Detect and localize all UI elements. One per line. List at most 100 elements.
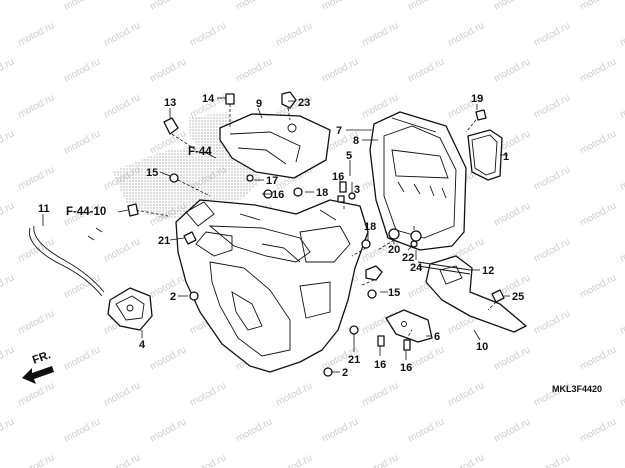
watermark-text: motod.ru [16,20,56,48]
watermark-text: motod.ru [406,416,446,444]
watermark-text: motod.ru [102,20,142,48]
watermark-text: motod.ru [0,344,16,372]
callout-16: 16 [374,359,386,371]
watermark-text: motod.ru [532,308,572,336]
watermark-text: motod.ru [62,128,102,156]
callout-2: 2 [342,367,348,379]
watermark-text: motod.ru [532,20,572,48]
watermark-text: motod.ru [0,56,16,84]
watermark-text: motod.ru [492,200,532,228]
watermark-text: motod.ru [532,164,572,192]
watermark-text: motod.ru [360,20,400,48]
callout-8: 8 [353,135,359,147]
callout-14: 14 [202,93,215,105]
watermark-text: motod.ru [62,344,102,372]
callout-22: 22 [402,252,414,264]
watermark-text: motod.ru [320,416,360,444]
watermark-text: motod.ru [532,92,572,120]
watermark-text: motod.ru [492,0,532,13]
watermark-text: motod.ru [16,236,56,264]
watermark-text: motod.ru [446,20,486,48]
watermark-text: motod.ru [618,92,625,120]
watermark-text: motod.ru [16,92,56,120]
callout-5: 5 [346,150,352,162]
watermark-text: motod.ru [618,164,625,192]
watermark-text: motod.ru [0,272,16,300]
watermark-text: motod.ru [492,344,532,372]
watermark-text: motod.ru [102,380,142,408]
front-marker-label: FR. [31,349,53,367]
callout-18: 18 [316,187,328,199]
watermark-text: motod.ru [406,0,446,13]
watermark-text: motod.ru [234,416,274,444]
watermark-text: motod.ru [578,56,618,84]
watermark-text: motod.ru [274,380,314,408]
watermark-text: motod.ru [102,92,142,120]
upper-cover [219,113,331,179]
watermark-text: motod.ru [16,164,56,192]
watermark-text: motod.ru [578,0,618,13]
watermark-text: motod.ru [618,236,625,264]
leader-lines [42,97,510,373]
watermark-text: motod.ru [102,236,142,264]
callout-17: 17 [266,175,278,187]
watermark-text: motod.ru [446,452,486,468]
diagram-code: MKL3F4420 [552,384,602,394]
shaded-region [112,142,262,220]
callout-21: 21 [348,354,360,366]
watermark-text: motod.ru [618,308,625,336]
callout-3: 3 [354,184,360,196]
watermark-text: motod.ru [188,380,228,408]
callout-10: 10 [476,341,488,353]
callout-21: 21 [158,235,170,247]
watermark-text: motod.ru [16,308,56,336]
fasteners [127,91,505,377]
watermark-text: motod.ru [578,128,618,156]
callout-12: 12 [482,265,494,277]
callout-16: 16 [272,189,284,201]
watermark-text: motod.ru [532,236,572,264]
ref-label-f44: F-44 [188,146,212,158]
callout-25: 25 [512,291,524,303]
release-cable [28,225,105,297]
callout-20: 20 [388,244,400,256]
callout-1: 1 [503,151,509,163]
watermark-text: motod.ru [274,452,314,468]
callout-23: 23 [298,97,310,109]
watermark-text: motod.ru [578,200,618,228]
callout-7: 7 [336,125,342,137]
watermark-text: motod.ru [0,0,16,13]
callout-6: 6 [434,331,440,343]
watermark-text: motod.ru [148,344,188,372]
watermark-text: motod.ru [16,452,56,468]
callout-4: 4 [139,339,146,351]
watermark-text: motod.ru [234,56,274,84]
watermark-text: motod.ru [618,380,625,408]
watermark-text: motod.ru [618,20,625,48]
callout-24: 24 [410,262,423,274]
front-arrow-icon [22,366,54,384]
watermark-text: motod.ru [188,452,228,468]
watermark-text: motod.ru [102,452,142,468]
watermark-text: motod.ru [406,56,446,84]
seal-ring [467,129,503,181]
watermark-text: motod.ru [62,0,102,13]
callout-11: 11 [38,203,50,215]
watermark-text: motod.ru [360,452,400,468]
ref-label-f4410: F-44-10 [66,206,106,218]
callout-9: 9 [256,98,262,110]
watermark-text: motod.ru [446,380,486,408]
assembly-lines [135,104,497,341]
watermark-text: motod.ru [0,128,16,156]
watermark-text: motod.ru [16,380,56,408]
watermark-text: motod.ru [148,272,188,300]
watermark-text: motod.ru [148,416,188,444]
watermark-text: motod.ru [320,56,360,84]
latch-assembly [107,287,153,331]
watermark-text: motod.ru [0,416,16,444]
callout-16: 16 [332,171,344,183]
callout-2: 2 [170,291,176,303]
watermark-text: motod.ru [578,416,618,444]
